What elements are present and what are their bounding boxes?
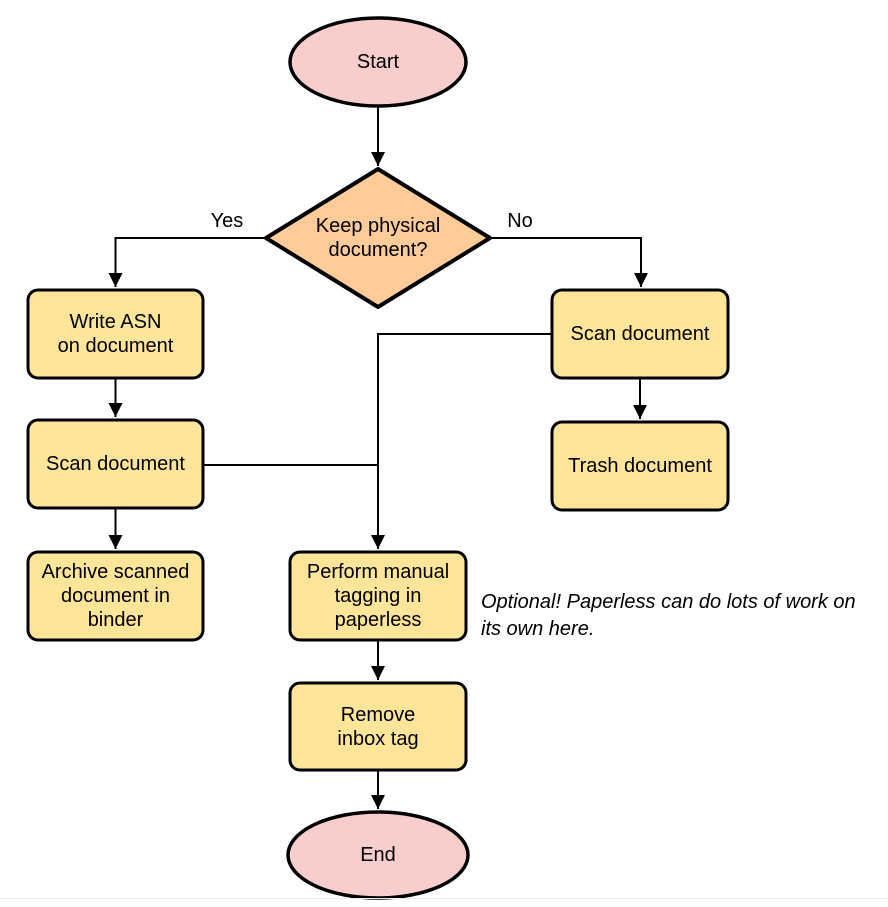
archive-box-shape xyxy=(26,550,205,642)
remove-inbox-box-shape xyxy=(288,681,468,772)
scan-document-left-box-shape xyxy=(26,418,205,510)
optional-annotation: Optional! Paperless can do lots of work … xyxy=(481,591,856,640)
end-terminator-shape xyxy=(286,810,470,900)
edge-decision-no xyxy=(490,237,648,287)
scan-document-right-box-shape xyxy=(550,288,730,380)
edge-label-no: No xyxy=(507,210,533,232)
start-terminator-shape xyxy=(288,16,468,108)
bottom-divider xyxy=(0,898,888,899)
edge-label-yes: Yes xyxy=(210,210,244,232)
decision-diamond-shape xyxy=(264,167,492,309)
write-asn-box-shape xyxy=(26,288,205,380)
edge-decision-yes xyxy=(108,237,266,287)
tagging-box-shape xyxy=(288,550,468,642)
trash-box-shape xyxy=(550,420,730,512)
edge-scanright-to-tagging xyxy=(371,333,552,549)
